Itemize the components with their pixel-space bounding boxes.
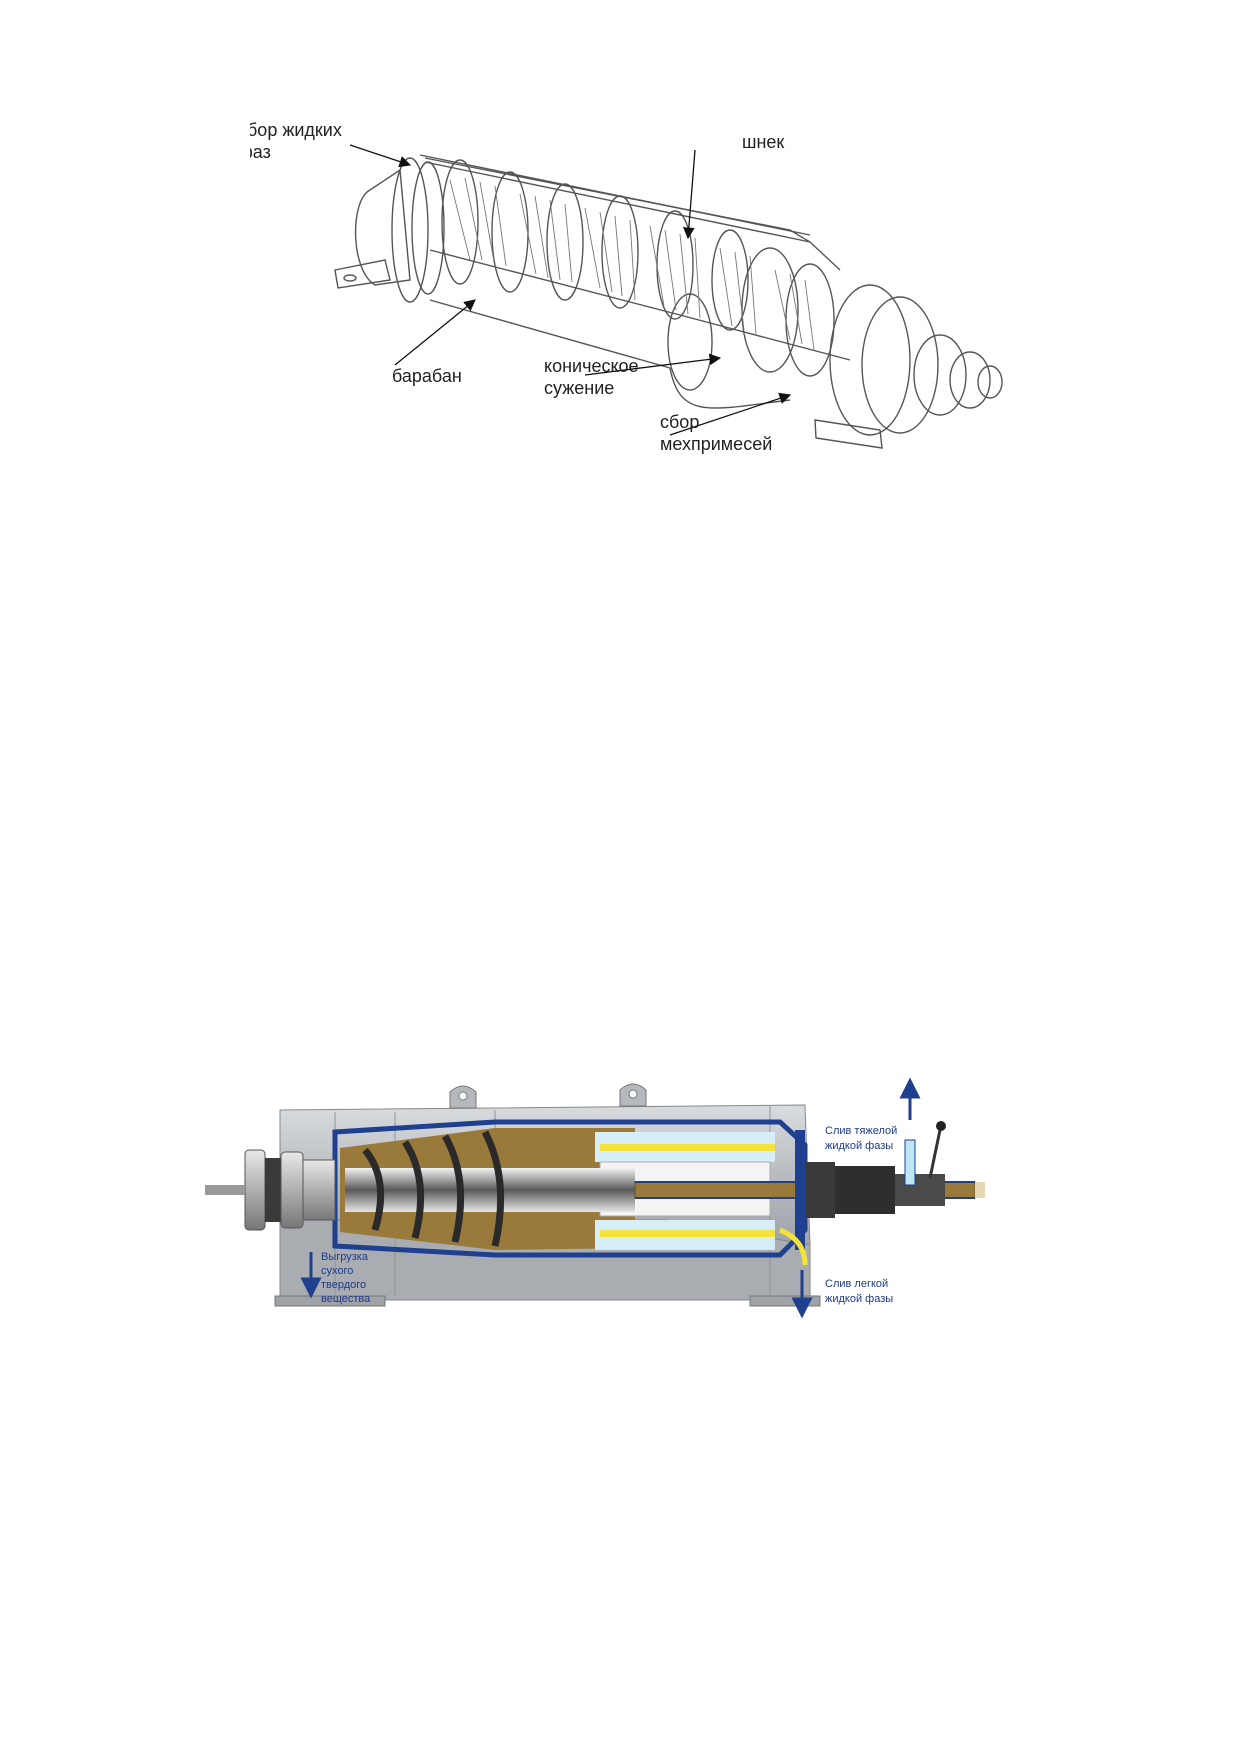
label-light-1: Слив легкой (825, 1278, 888, 1290)
outlet-end (778, 1121, 946, 1266)
label-solid-3: твердого (321, 1279, 366, 1291)
label-solid-4: вещества (321, 1293, 371, 1305)
label-drum: барабан (392, 366, 462, 386)
label-solids-2: мехпримесей (660, 434, 772, 454)
label-light-2: жидкой фазы (825, 1293, 893, 1305)
label-solid-1: Выгрузка (321, 1251, 369, 1263)
decanter-cross-section-svg: Слив тяжелой жидкой фазы Слив легкой жид… (205, 1077, 985, 1319)
arrow-solids (669, 392, 792, 436)
label-liquid-collect-1: сбор жидких (250, 120, 342, 140)
screw-conveyor (345, 1130, 635, 1247)
label-cone-2: сужение (544, 378, 614, 398)
label-cone-1: коническое (544, 356, 639, 376)
decanter-line-drawing-svg: сбор жидких фаз шнек барабан коническое … (250, 120, 1003, 454)
screw-blades (449, 177, 815, 351)
label-liquid-collect-2: фаз (250, 142, 271, 162)
decanter-line-drawing: сбор жидких фаз шнек барабан коническое … (250, 110, 1080, 520)
leader-arrows (349, 144, 792, 436)
arrow-cone (584, 353, 722, 376)
flow-arrows (300, 1077, 921, 1319)
arrow-drum (394, 299, 476, 366)
label-heavy-1: Слив тяжелой (825, 1125, 897, 1137)
decanter-cross-section: Слив тяжелой жидкой фазы Слив легкой жид… (205, 1070, 1085, 1380)
label-solid-2: сухого (321, 1265, 353, 1277)
drum-body (334, 154, 1003, 449)
label-screw: шнек (742, 132, 784, 152)
label-heavy-2: жидкой фазы (825, 1140, 893, 1152)
arrow-liquid-collect (349, 144, 412, 168)
arrow-screw (683, 149, 696, 240)
label-solids-1: сбор (660, 412, 699, 432)
drive-end (205, 1149, 336, 1231)
